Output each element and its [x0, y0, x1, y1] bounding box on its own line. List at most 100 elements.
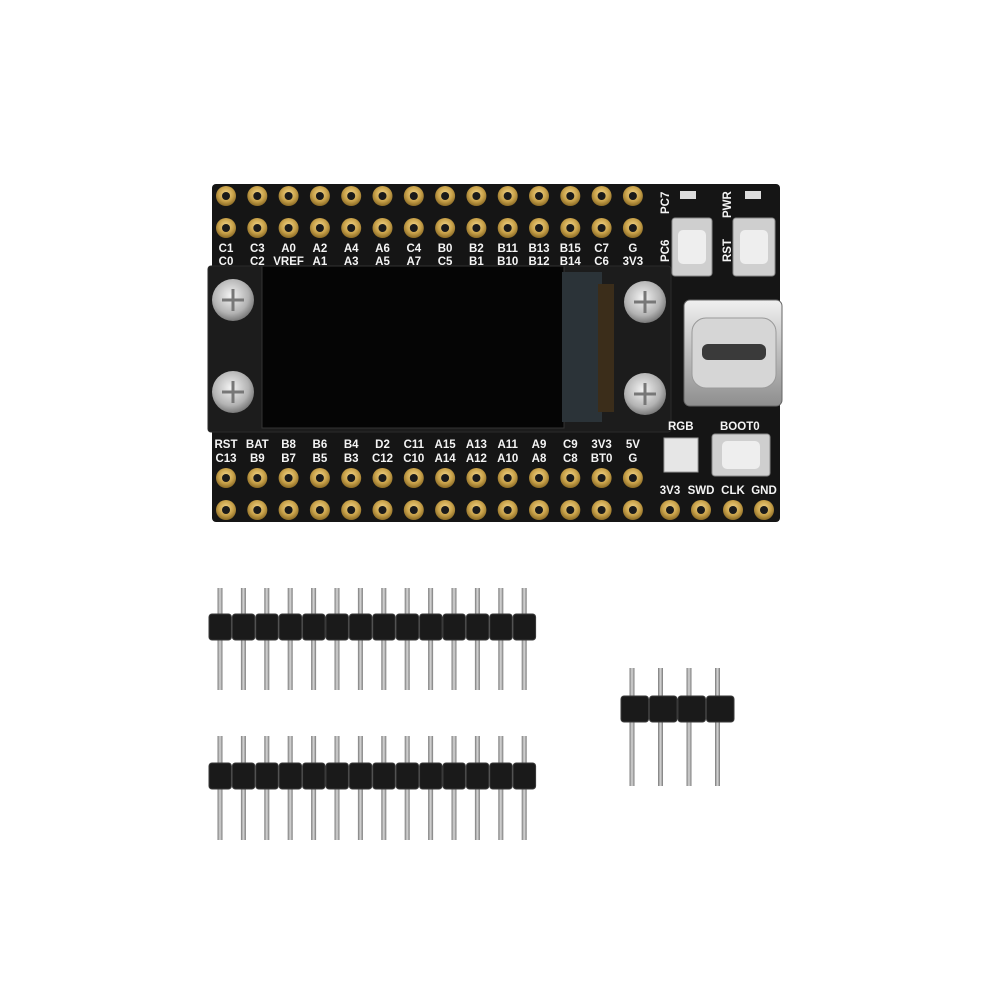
pin-label: A4: [344, 243, 359, 255]
button-rst[interactable]: [732, 217, 776, 277]
header-block: [231, 762, 256, 790]
header-pin: [715, 668, 720, 786]
pin-label: C2: [250, 256, 265, 268]
pin-pad: [247, 218, 268, 238]
button-pc6[interactable]: [671, 217, 713, 277]
header-block: [395, 762, 420, 790]
debug-pad: [660, 500, 680, 520]
pin-pad: [497, 218, 518, 238]
pin-pad: [341, 468, 362, 488]
led-pwr: [745, 191, 761, 199]
screw-top-right: [624, 281, 666, 323]
header-block: [208, 613, 232, 641]
pin-label: D2: [375, 439, 390, 451]
pin-label: A12: [466, 453, 487, 465]
header-block: [302, 613, 326, 641]
pin-pad: [309, 186, 330, 206]
header-block: [372, 613, 396, 641]
pin-pad: [247, 500, 268, 520]
pin-label: B0: [438, 243, 453, 255]
header-block: [372, 762, 396, 790]
pin-pad: [466, 186, 487, 206]
pin-pad: [341, 186, 362, 206]
pin-label: B4: [344, 439, 359, 451]
header-block: [677, 695, 706, 723]
header-block: [706, 695, 735, 723]
button-boot0[interactable]: [711, 433, 771, 477]
pin-label: B12: [528, 256, 549, 268]
pin-label: B8: [281, 439, 296, 451]
pin-pad: [560, 186, 581, 206]
debug-label: CLK: [721, 485, 745, 497]
pin-pad: [466, 500, 487, 520]
pin-label: B5: [313, 453, 328, 465]
pin-pad: [466, 468, 487, 488]
pin-pad: [591, 500, 612, 520]
header-block: [465, 762, 490, 790]
lcd-screen: [261, 265, 565, 429]
pin-pad: [497, 500, 518, 520]
pin-label: A3: [344, 256, 359, 268]
pin-label: C12: [372, 453, 393, 465]
pin-label: A1: [313, 256, 328, 268]
pin-label: C7: [594, 243, 609, 255]
pin-label: B11: [497, 243, 518, 255]
header-block: [255, 762, 279, 790]
pin-label: C11: [404, 439, 425, 451]
pin-label: B10: [497, 256, 518, 268]
pin-label: A0: [281, 243, 296, 255]
header-block: [395, 613, 420, 641]
pin-pad: [591, 468, 612, 488]
pin-label: B6: [313, 439, 328, 451]
pin-label: G: [628, 453, 637, 465]
header-block: [489, 762, 513, 790]
header-block: [278, 762, 303, 790]
header-block: [649, 695, 678, 723]
pin-label: 5V: [626, 439, 640, 451]
pin-label: A5: [375, 256, 390, 268]
debug-pad: [754, 500, 774, 520]
header-block: [255, 613, 279, 641]
flex-cable: [598, 284, 614, 412]
pin-pads: [216, 186, 774, 520]
pin-pad: [341, 218, 362, 238]
pin-label: RST: [215, 439, 238, 451]
pin-pad: [466, 218, 487, 238]
pin-pad: [435, 186, 456, 206]
pin-pad: [216, 468, 236, 488]
led-pc7: [680, 191, 696, 199]
header-block: [465, 613, 490, 641]
pin-pad: [216, 500, 236, 520]
screw-top-left: [212, 279, 254, 321]
pin-label: B14: [560, 256, 582, 268]
header-pin: [686, 668, 692, 786]
pin-pad: [435, 500, 456, 520]
header-block: [325, 762, 349, 790]
pin-headers: [208, 588, 735, 840]
pin-label: A14: [435, 453, 457, 465]
pin-label: A8: [532, 453, 547, 465]
pin-label: C0: [219, 256, 234, 268]
pin-pad: [560, 500, 581, 520]
header-block: [348, 762, 373, 790]
pin-pad: [435, 218, 456, 238]
pin-label: BAT: [246, 439, 269, 451]
pin-pad: [216, 218, 236, 238]
pin-pad: [560, 468, 581, 488]
pin-pad: [529, 218, 549, 238]
pin-pad: [560, 218, 581, 238]
pin-label: B15: [560, 243, 582, 255]
pin-pad: [622, 468, 643, 488]
header-block: [325, 613, 349, 641]
pin-pad: [341, 500, 362, 520]
pin-pad: [622, 186, 643, 206]
header-pin: [629, 668, 635, 786]
header-block: [489, 613, 513, 641]
pin-label: B7: [281, 453, 296, 465]
pin-pad: [591, 186, 612, 206]
header-block: [512, 613, 537, 641]
led-rgb: [663, 437, 699, 473]
pin-label: A11: [497, 439, 518, 451]
pin-pad: [247, 468, 268, 488]
